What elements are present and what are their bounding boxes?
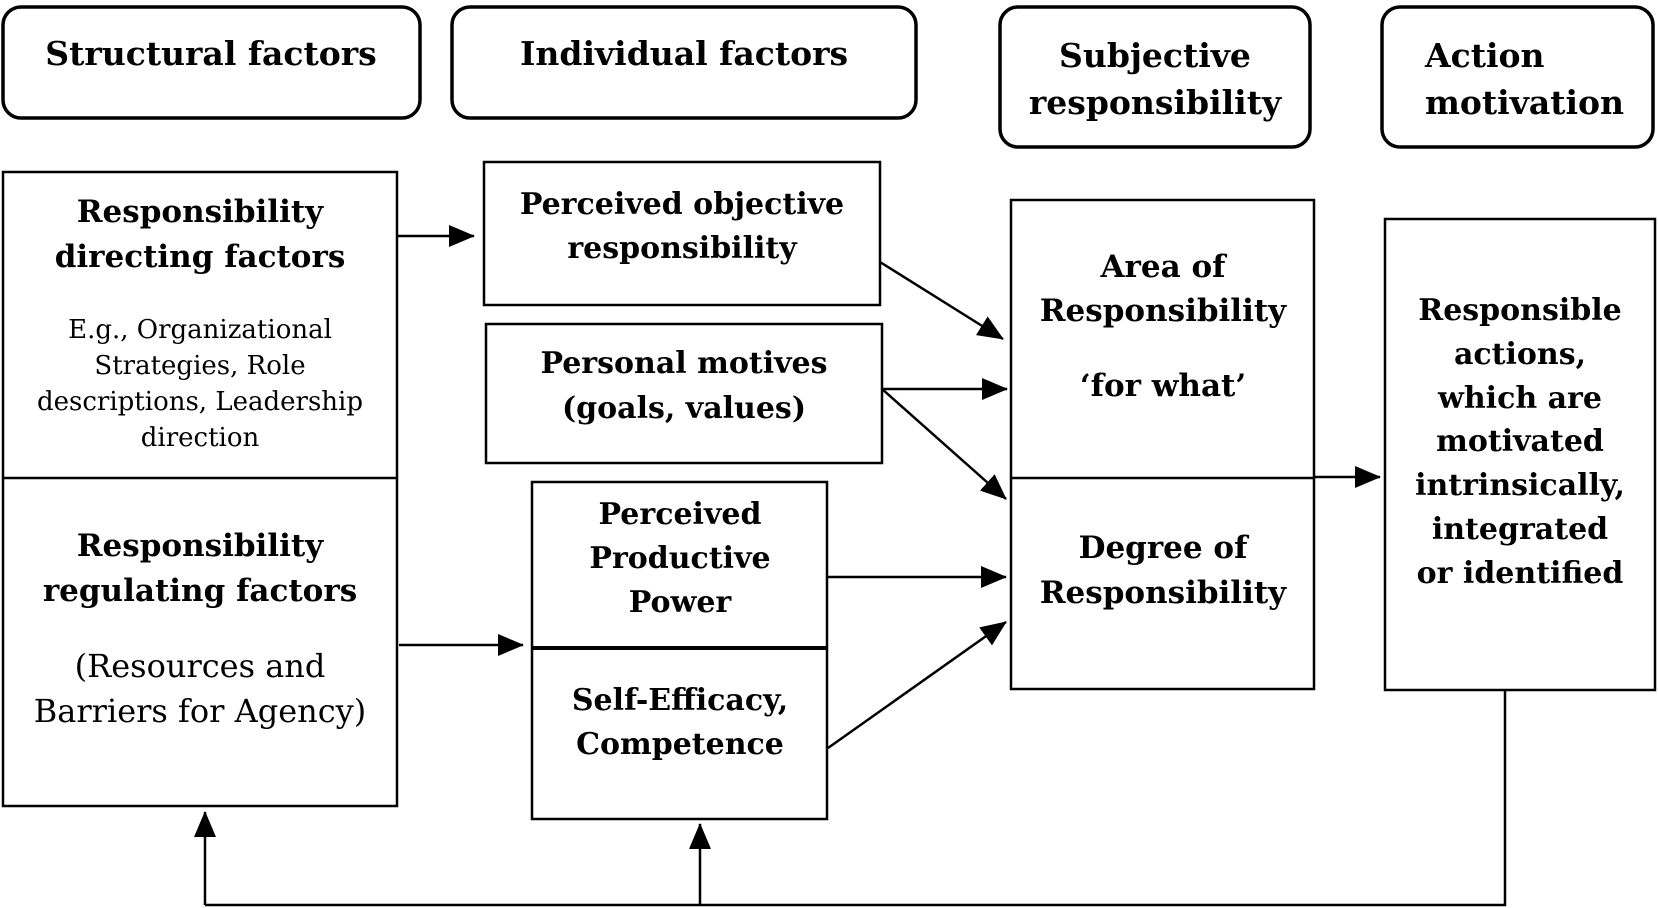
motives-line2: (goals, values) — [562, 391, 806, 426]
directing-example-line1: E.g., Organizational — [68, 315, 332, 345]
directing-example-line2: Strategies, Role — [94, 351, 305, 381]
header-individual-factors: Individual factors — [450, 5, 918, 120]
regulating-title-line1: Responsibility — [77, 528, 324, 564]
header-subjective-line2: responsibility — [1029, 83, 1282, 122]
header-structural-label: Structural factors — [45, 34, 376, 73]
efficacy-line2: Competence — [576, 727, 784, 762]
feedback-loop-line — [205, 690, 1507, 907]
header-structural-factors: Structural factors — [1, 5, 422, 120]
area-line2: Responsibility — [1040, 293, 1287, 329]
productive-power-box: Perceived Productive Power Self-Efficacy… — [530, 480, 829, 821]
action-line4: motivated — [1436, 424, 1604, 459]
header-individual-label: Individual factors — [520, 34, 848, 73]
motives-line1: Personal motives — [540, 346, 827, 381]
directing-factors-section: Responsibility directing factors E.g., O… — [37, 194, 363, 453]
structural-factors-box: Responsibility directing factors E.g., O… — [1, 170, 399, 808]
regulating-factors-section: Responsibility regulating factors (Resou… — [34, 528, 366, 730]
arrow-objective-to-area — [879, 260, 1004, 341]
productive-line3: Power — [629, 585, 733, 620]
action-line1: Responsible — [1418, 293, 1621, 328]
area-line3: ‘for what’ — [1080, 368, 1246, 404]
directing-title-line2: directing factors — [55, 239, 346, 275]
perceived-objective-responsibility-box: Perceived objective responsibility — [482, 160, 882, 307]
regulating-detail-line1: (Resources and — [75, 647, 326, 685]
directing-example-line4: direction — [141, 423, 260, 453]
header-action-line1: Action — [1424, 36, 1544, 75]
arrow-efficacy-to-degree — [827, 620, 1007, 750]
objective-line2: responsibility — [567, 231, 798, 266]
header-action-line2: motivation — [1425, 83, 1624, 122]
directing-title-line1: Responsibility — [77, 194, 324, 230]
action-line7: or identified — [1417, 556, 1624, 591]
subjective-responsibility-box: Area of Responsibility ‘for what’ Degree… — [1009, 198, 1316, 691]
header-subjective-responsibility: Subjective responsibility — [998, 5, 1312, 149]
responsible-actions-box: Responsible actions, which are motivated… — [1383, 217, 1657, 692]
efficacy-line1: Self-Efficacy, — [572, 683, 788, 718]
directing-example-line3: descriptions, Leadership — [37, 387, 363, 417]
header-action-motivation: Action motivation — [1380, 5, 1655, 149]
action-line6: integrated — [1432, 512, 1608, 547]
personal-motives-box: Personal motives (goals, values) — [484, 322, 884, 465]
connector-arrows — [194, 225, 1507, 907]
action-line3: which are — [1437, 381, 1602, 416]
degree-line2: Responsibility — [1040, 575, 1287, 611]
regulating-detail-line2: Barriers for Agency) — [34, 692, 366, 730]
action-line5: intrinsically, — [1415, 468, 1625, 503]
regulating-title-line2: regulating factors — [43, 573, 357, 609]
header-subjective-line1: Subjective — [1059, 36, 1251, 75]
arrow-motives-to-degree — [881, 388, 1007, 500]
objective-line1: Perceived objective — [520, 187, 844, 222]
productive-line1: Perceived — [599, 497, 762, 532]
action-line2: actions, — [1454, 337, 1586, 372]
degree-line1: Degree of — [1079, 530, 1250, 566]
area-line1: Area of — [1100, 249, 1228, 285]
productive-line2: Productive — [589, 541, 770, 576]
